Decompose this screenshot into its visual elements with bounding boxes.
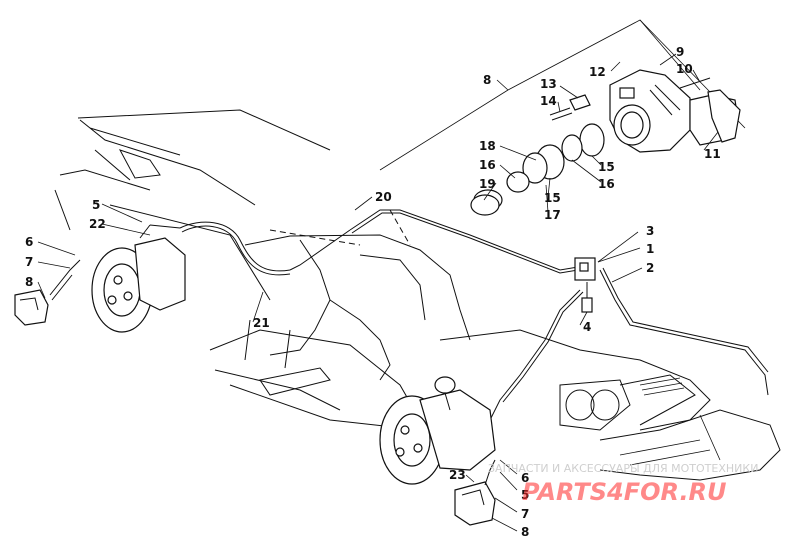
callout-5-front: 5 [521,488,529,502]
callout-11: 11 [704,147,721,161]
callout-15-right: 15 [598,160,615,174]
callout-4: 4 [583,320,591,334]
callout-17: 17 [544,208,561,222]
leader-lines [37,53,719,532]
callout-15-lower: 15 [544,191,561,205]
callout-18: 18 [479,139,496,153]
pistons-and-seals [470,123,605,216]
callout-12: 12 [589,65,606,79]
callout-16-right: 16 [598,177,615,191]
brake-switch [581,282,593,313]
brake-lines [179,209,769,421]
callout-1: 1 [646,242,654,256]
rear-left-brake [14,224,186,333]
callout-10: 10 [676,62,693,76]
watermark: ЗАПЧАСТИ И АКСЕССУАРЫ ДЛЯ МОТОТЕХНИКИ PA… [488,462,758,506]
callout-14: 14 [540,94,557,108]
callout-22: 22 [89,217,106,231]
callout-6-rear: 6 [25,235,33,249]
callout-8-front: 8 [521,525,529,539]
callout-3: 3 [646,224,654,238]
callout-20: 20 [375,190,392,204]
caliper-pin [679,77,711,89]
callout-7-front: 7 [521,507,529,521]
front-hub-assembly [379,376,496,526]
callout-23: 23 [449,468,466,482]
callout-6-front: 6 [521,471,529,485]
callout-labels: 8 9 10 11 12 13 14 18 16 19 15 16 15 17 … [25,45,721,539]
callout-5-rear: 5 [92,198,100,212]
callout-19: 19 [479,177,496,191]
callout-9: 9 [676,45,684,59]
callout-21: 21 [253,316,270,330]
watermark-logo: PARTS4FOR.RU [522,478,727,506]
callout-16-upper: 16 [479,158,496,172]
callout-13: 13 [540,77,557,91]
callout-2: 2 [646,261,654,275]
callout-8-rear: 8 [25,275,33,289]
brake-pads [689,89,741,146]
junction-block [574,257,596,281]
callout-7-rear: 7 [25,255,33,269]
callout-8-caliper-assembly: 8 [483,73,491,87]
watermark-tagline: ЗАПЧАСТИ И АКСЕССУАРЫ ДЛЯ МОТОТЕХНИКИ [488,462,758,475]
caliper-body [609,69,691,153]
